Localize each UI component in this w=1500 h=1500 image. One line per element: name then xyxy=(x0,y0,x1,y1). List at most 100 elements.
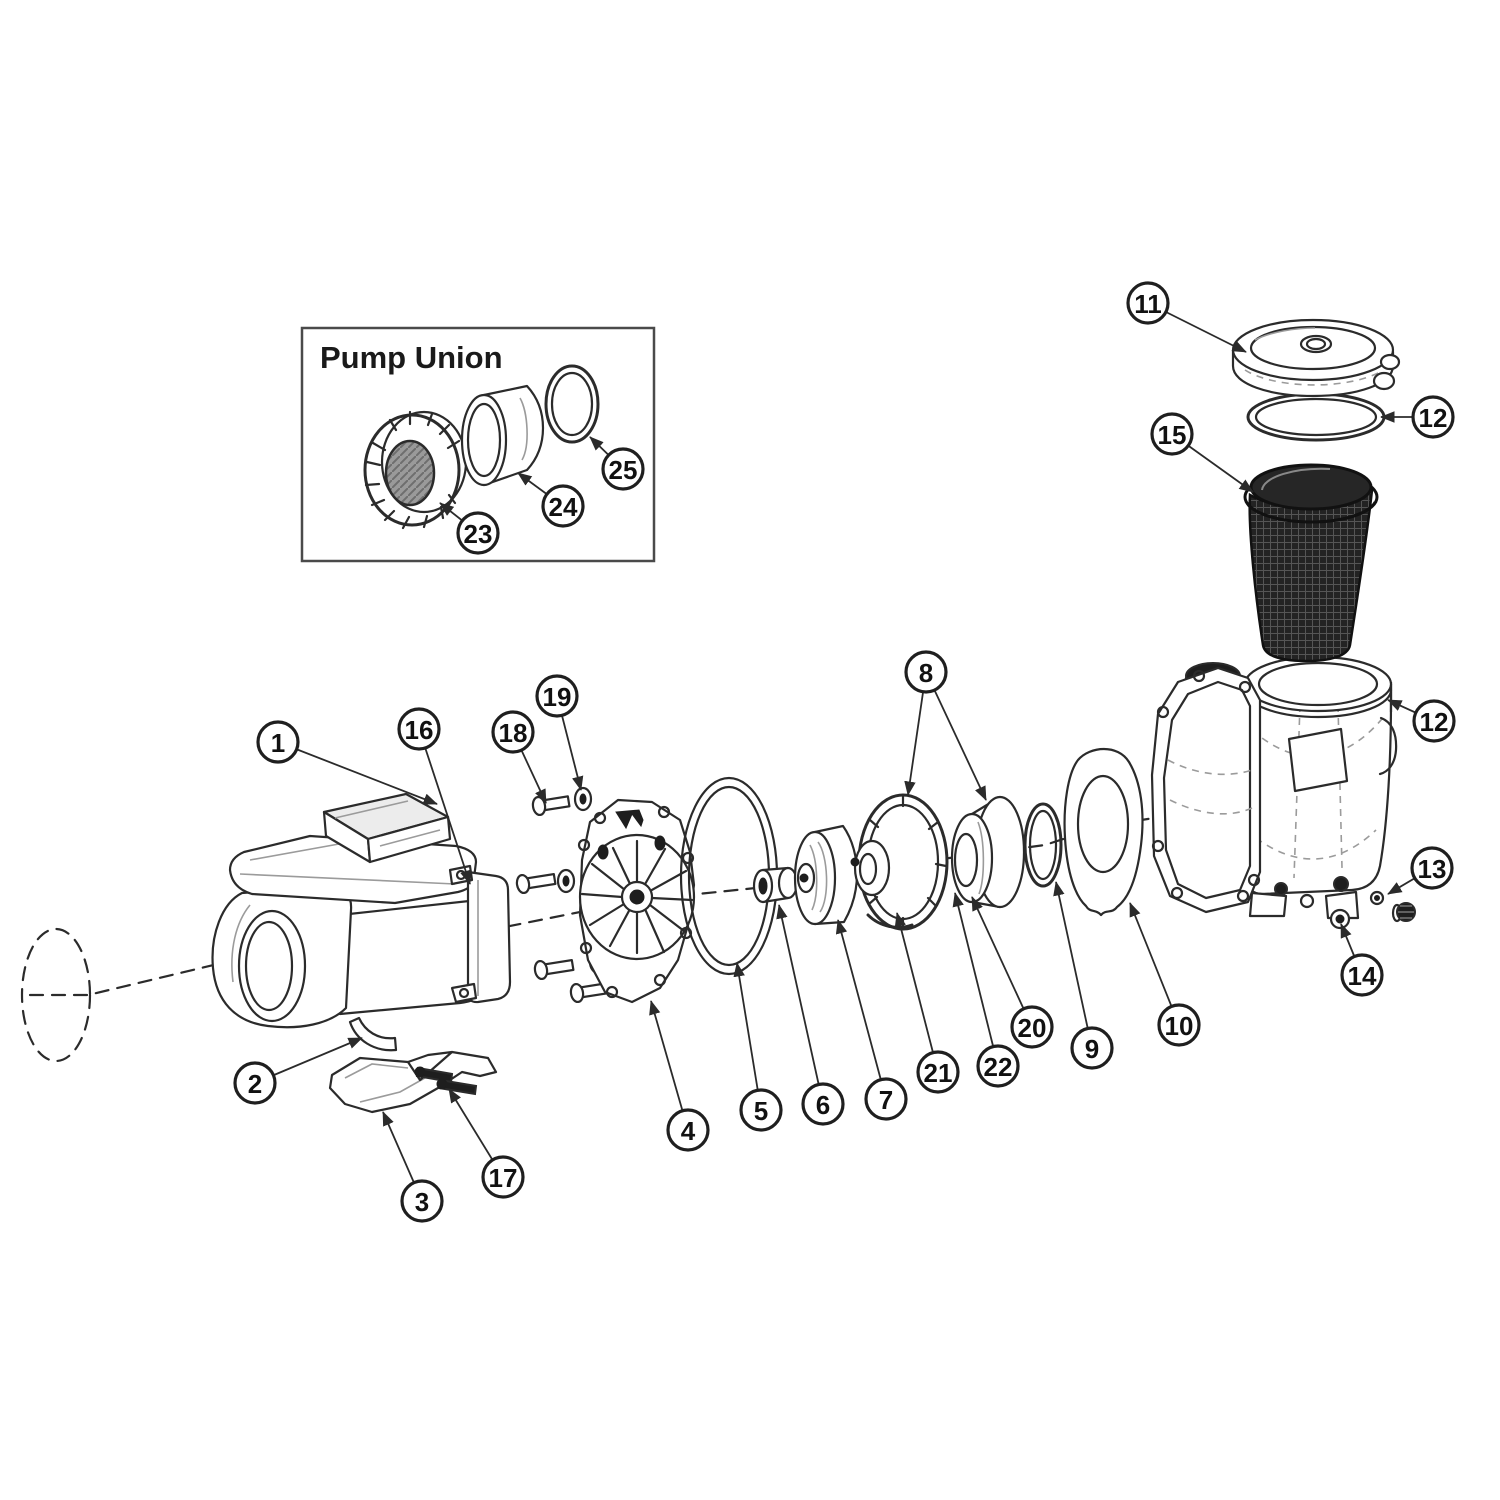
callout-circle xyxy=(256,720,300,764)
callout-circle xyxy=(801,1082,845,1126)
callout-number: 24 xyxy=(549,492,578,522)
leader-line xyxy=(971,896,1033,1028)
callout-2: 2 xyxy=(233,1037,363,1105)
leader-line xyxy=(649,1000,689,1131)
callout-16: 16 xyxy=(397,707,472,885)
callout-number: 14 xyxy=(1348,961,1377,991)
diffuser-cup xyxy=(950,795,1026,909)
callout-number: 12 xyxy=(1419,403,1448,433)
base-bolts xyxy=(414,1066,478,1096)
callout-number: 6 xyxy=(816,1090,830,1120)
callout-number: 25 xyxy=(609,455,638,485)
pump-housing xyxy=(1150,655,1416,930)
callout-19: 19 xyxy=(535,674,584,791)
callout-circle xyxy=(481,1155,525,1199)
callout-circle xyxy=(233,1061,277,1105)
pump-base xyxy=(328,1050,498,1114)
callout-17: 17 xyxy=(448,1088,525,1199)
callout-circle xyxy=(739,1088,783,1132)
callout-circle xyxy=(456,511,500,555)
callout-25: 25 xyxy=(589,436,645,491)
callout-circle xyxy=(1412,699,1456,743)
callout-6: 6 xyxy=(776,904,845,1126)
callout-20: 20 xyxy=(971,896,1054,1049)
callout-10: 10 xyxy=(1129,902,1201,1047)
callout-circle xyxy=(601,447,645,491)
callout-circle xyxy=(666,1108,710,1152)
callout-number: 10 xyxy=(1165,1011,1194,1041)
callout-number: 4 xyxy=(681,1116,696,1146)
callout-number: 11 xyxy=(1134,289,1162,319)
leader-line xyxy=(1053,881,1093,1049)
callout-11: 11 xyxy=(1126,281,1247,353)
strainer-lid xyxy=(1231,318,1401,398)
union-nut xyxy=(363,410,468,530)
callout-circle xyxy=(904,650,948,694)
callout-12: 12 xyxy=(1380,395,1455,439)
callout-13: 13 xyxy=(1387,846,1454,895)
callout-number: 3 xyxy=(415,1187,429,1217)
leader-line xyxy=(952,892,999,1067)
callout-7: 7 xyxy=(835,919,908,1121)
diffuser-oring xyxy=(1023,802,1063,888)
callout-24: 24 xyxy=(517,472,585,528)
leader-line xyxy=(776,904,824,1105)
callout-number: 17 xyxy=(489,1163,518,1193)
callout-circle xyxy=(1340,953,1384,997)
union-oring xyxy=(544,364,600,444)
callout-number: 2 xyxy=(248,1069,262,1099)
leader-line xyxy=(894,912,939,1073)
callout-circle xyxy=(541,484,585,528)
callout-1: 1 xyxy=(256,720,438,805)
callout-number: 13 xyxy=(1418,854,1447,884)
pump-union-inset: Pump Union xyxy=(300,326,656,563)
callout-number: 20 xyxy=(1018,1013,1047,1043)
leader-line xyxy=(418,728,472,885)
callout-8: 8 xyxy=(904,650,987,801)
strain-relief-part xyxy=(348,1016,398,1052)
diffuser xyxy=(850,793,949,931)
callout-12: 12 xyxy=(1387,699,1456,743)
callout-circle xyxy=(1150,412,1194,456)
callout-4: 4 xyxy=(649,1000,710,1152)
callout-21: 21 xyxy=(894,912,960,1094)
leader-line xyxy=(925,671,987,801)
callout-circle xyxy=(400,1179,444,1223)
callout-15: 15 xyxy=(1150,412,1254,493)
callout-circle xyxy=(1010,1005,1054,1049)
shaft-seal xyxy=(752,866,799,904)
callout-circle xyxy=(1070,1026,1114,1070)
callout-circle xyxy=(1126,281,1170,325)
callout-number: 18 xyxy=(499,718,528,748)
callout-number: 16 xyxy=(405,715,434,745)
volute-gasket xyxy=(1063,748,1144,917)
callout-number: 23 xyxy=(464,519,493,549)
motor-illustration xyxy=(211,792,512,1029)
callout-number: 21 xyxy=(924,1058,953,1088)
callout-number: 12 xyxy=(1420,707,1449,737)
callout-circle xyxy=(976,1044,1020,1088)
callout-number: 9 xyxy=(1085,1034,1099,1064)
callout-number: 15 xyxy=(1158,420,1187,450)
seal-plate xyxy=(577,798,696,1004)
callout-number: 19 xyxy=(543,682,572,712)
callout-number: 8 xyxy=(919,658,933,688)
callout-number: 5 xyxy=(754,1096,768,1126)
callout-number: 22 xyxy=(984,1052,1013,1082)
callout-number: 7 xyxy=(879,1085,893,1115)
callout-circle xyxy=(864,1077,908,1121)
callout-23: 23 xyxy=(439,502,500,555)
callout-circle xyxy=(397,707,441,751)
callout-circle xyxy=(916,1050,960,1094)
callout-9: 9 xyxy=(1053,881,1114,1070)
callout-circle xyxy=(1157,1003,1201,1047)
pump-union-title: Pump Union xyxy=(320,340,503,375)
callout-circle xyxy=(535,674,579,718)
drain-plug xyxy=(1391,902,1416,923)
leader-line xyxy=(1129,902,1180,1026)
leader-line xyxy=(277,741,438,805)
callout-circle xyxy=(491,710,535,754)
